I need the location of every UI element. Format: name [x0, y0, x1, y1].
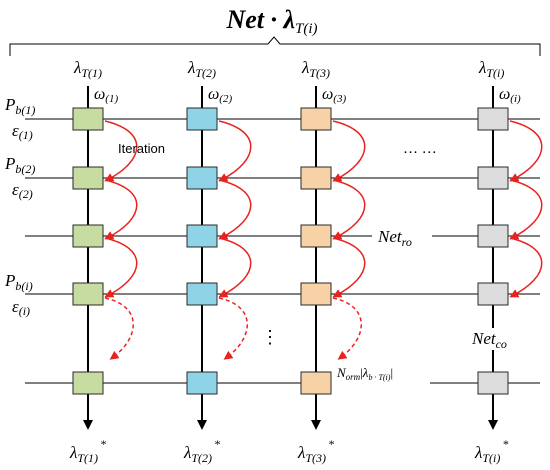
row-lines [25, 118, 540, 384]
node-box-i-2 [477, 166, 509, 190]
node-box-1-2 [72, 166, 104, 190]
lambda-input-2: λT(2) [187, 58, 216, 80]
lambda-output-2: λT(2)* [183, 437, 220, 465]
horizontal-ellipsis: … … [403, 141, 437, 157]
node-box-i-3 [477, 224, 509, 248]
iteration-arrow-3-2 [332, 179, 366, 240]
node-box-1-5 [72, 371, 104, 395]
row-labels: Pb(1) ε(1) Pb(2) ε(2) Pb(i) ε(i) [4, 95, 35, 318]
iteration-arrow-3-3 [332, 237, 366, 298]
lambda-output-i: λT(i)* [474, 437, 508, 465]
node-box-3-5 [300, 371, 332, 395]
omega-label-1: ω(1) [94, 86, 118, 105]
p-label-i: Pb(i) [4, 271, 33, 293]
iteration-arrow-i-2 [509, 179, 543, 240]
net-co-label: Netco [471, 329, 507, 351]
column-3: λT(3) ω(3) λT(3)* [297, 58, 346, 465]
norm-label: Norm|λb · T(i)| [336, 365, 393, 382]
omega-label-2: ω(2) [208, 86, 232, 105]
node-box-i-4 [477, 282, 509, 306]
node-box-3-2 [300, 166, 332, 190]
columns-group: λT(1)ω(1)λT(1)*λT(2)ω(2)λT(2)*λT(3)ω(3)λ… [69, 58, 521, 465]
epsilon-label-1: ε(1) [12, 121, 33, 142]
iteration-arrow-2-2 [218, 179, 252, 240]
iteration-arrow-i-1 [509, 120, 543, 182]
iteration-label: Iteration [118, 141, 165, 156]
epsilon-label-2: ε(2) [12, 180, 33, 201]
node-box-2-5 [186, 371, 218, 395]
dashed-arrow-3 [332, 297, 362, 360]
lambda-input-i: λT(i) [478, 58, 504, 80]
title-main: Net · λ [225, 5, 295, 34]
node-box-3-4 [300, 282, 332, 306]
dashed-arrow-2 [218, 297, 248, 360]
node-box-1-1 [72, 107, 104, 131]
vertical-ellipsis: ⋮ [261, 327, 279, 347]
node-box-2-1 [186, 107, 218, 131]
column-i: λT(i) ω(i) λT(i)* [474, 58, 521, 465]
net-co-backing [470, 328, 518, 350]
iteration-arrow-1-1 [104, 120, 138, 182]
lambda-output-3: λT(3)* [297, 437, 334, 465]
top-brace [9, 36, 541, 56]
lambda-output-1: λT(1)* [69, 437, 106, 465]
column-1: λT(1) ω(1) λT(1)* [69, 58, 118, 465]
iteration-arrow-1-3 [104, 237, 138, 298]
p-label-2: Pb(2) [4, 154, 35, 176]
column-2: λT(2) ω(2) λT(2)* [183, 58, 232, 465]
iteration-arrow-1-2 [104, 179, 138, 240]
diagram-title: Net · λT(i) [225, 5, 317, 37]
node-box-2-2 [186, 166, 218, 190]
lambda-input-1: λT(1) [73, 58, 102, 80]
iteration-arrow-2-3 [218, 237, 252, 298]
node-box-3-1 [300, 107, 332, 131]
node-box-1-3 [72, 224, 104, 248]
node-box-i-5 [477, 371, 509, 395]
dashed-arrow-1 [104, 297, 134, 360]
iteration-arrow-3-1 [332, 120, 366, 182]
net-ro-label: Netro [377, 227, 412, 249]
p-label-1: Pb(1) [4, 95, 35, 117]
node-box-1-4 [72, 282, 104, 306]
iteration-arrow-i-3 [509, 237, 543, 298]
epsilon-label-i: ε(i) [12, 297, 30, 318]
title-sub: T(i) [295, 21, 318, 37]
omega-label-i: ω(i) [499, 86, 521, 105]
iteration-arrow-2-1 [218, 120, 252, 182]
omega-label-3: ω(3) [322, 86, 346, 105]
node-box-i-1 [477, 107, 509, 131]
node-box-2-3 [186, 224, 218, 248]
node-box-3-3 [300, 224, 332, 248]
lambda-input-3: λT(3) [301, 58, 330, 80]
iteration-arrows [104, 120, 543, 360]
node-box-2-4 [186, 282, 218, 306]
